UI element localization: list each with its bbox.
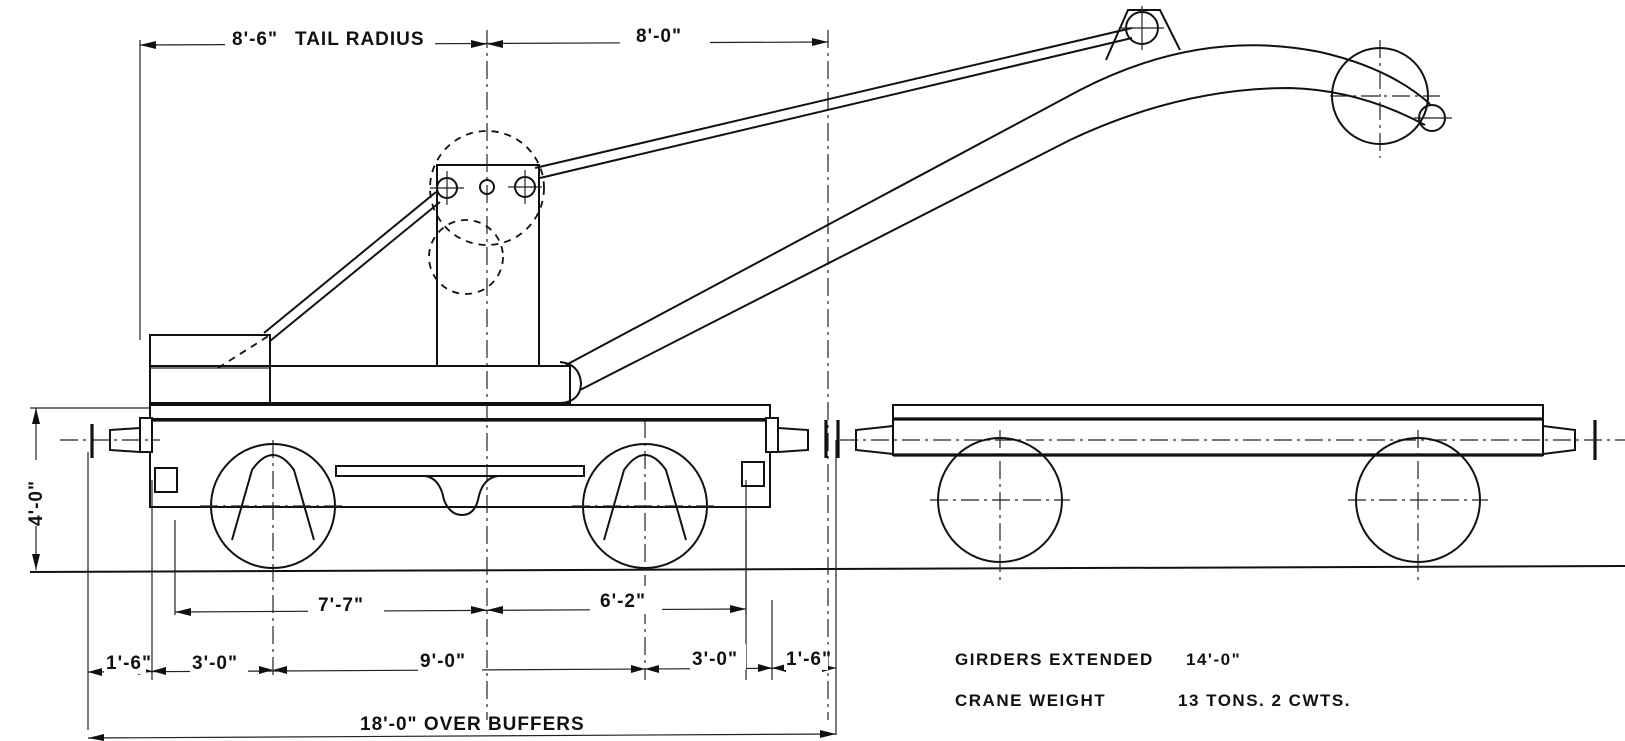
turntable-deck	[149, 365, 571, 404]
over-buffers-dimension-line	[87, 733, 837, 739]
arrow	[812, 38, 828, 46]
match-truck	[840, 404, 1625, 580]
arrow	[730, 605, 746, 613]
label-mask	[784, 644, 828, 670]
truck-solebar	[892, 404, 1544, 420]
label-mask	[620, 22, 710, 52]
horn-guide-left	[231, 454, 315, 541]
label-mask	[190, 648, 248, 674]
arrow	[487, 40, 503, 48]
label-mask	[590, 586, 662, 614]
tail-radius-value: 8'-6"	[232, 29, 278, 50]
buffer-right	[777, 427, 809, 453]
arrow	[471, 40, 487, 48]
label-mask	[690, 644, 746, 670]
arrow	[487, 606, 503, 614]
arrow	[273, 666, 287, 674]
jib-head-bracket	[1105, 9, 1181, 61]
winch-gear	[428, 219, 504, 295]
height-dimension: 4'-0"	[26, 480, 47, 526]
buffer-right-dimension: 1'-6"	[786, 649, 832, 670]
tail-radius-label: TAIL RADIUS	[295, 29, 425, 50]
arrow	[631, 665, 645, 673]
arrow	[471, 606, 487, 614]
jib-reach-dimension: 8'-0"	[636, 26, 682, 47]
arrow	[88, 734, 104, 741]
centre-bracket	[424, 475, 499, 517]
headstock-right	[765, 417, 779, 453]
crane-weight-value: 13 TONS. 2 CWTS.	[1178, 691, 1351, 710]
arrow	[88, 668, 102, 676]
back-stay-lower	[269, 201, 441, 342]
right-offset-dimension: 6'-2"	[600, 591, 646, 612]
arrow	[152, 667, 166, 675]
axlebox-left	[154, 467, 178, 493]
axlebox-right	[741, 461, 765, 487]
girders-extended-value: 14'-0"	[1186, 650, 1241, 669]
arrow	[645, 665, 659, 673]
label-mask	[104, 648, 146, 674]
label-mask	[18, 460, 52, 526]
jib-foot	[559, 361, 583, 404]
back-stay-upper	[263, 191, 437, 334]
solebar	[149, 404, 771, 420]
winch-drum	[429, 130, 545, 246]
arrow	[32, 408, 40, 424]
arrow	[32, 554, 40, 570]
ballast-box	[149, 334, 271, 404]
truck-buffer-right	[1542, 425, 1576, 455]
buffer-left	[109, 427, 141, 453]
truck-frame	[892, 418, 1544, 456]
over-buffers-dimension: 18'-0" OVER BUFFERS	[360, 714, 585, 735]
label-mask	[418, 646, 482, 672]
jib-tie-upper	[534, 27, 1133, 169]
centre-post	[436, 164, 540, 367]
wheelbase-dimension: 9'-0"	[420, 651, 466, 672]
headstock-left	[139, 417, 153, 453]
crane-weight-label: CRANE WEIGHT	[955, 691, 1106, 710]
crane-superstructure	[149, 6, 1452, 404]
jib-upper-edge	[565, 44, 1431, 366]
overhang-right-dimension: 3'-0"	[692, 649, 738, 670]
jib-tie-lower	[539, 37, 1133, 179]
horn-guide-right	[603, 454, 687, 541]
arrow	[758, 664, 772, 672]
left-offset-dimension: 7'-7"	[318, 595, 364, 616]
arrow	[140, 41, 156, 49]
crane-wagon-underframe	[60, 404, 840, 569]
arrow	[175, 608, 191, 616]
jib-lower-edge	[579, 86, 1426, 391]
girders-extended-label: GIRDERS EXTENDED	[955, 650, 1154, 669]
label-mask	[308, 590, 384, 618]
frame-body	[149, 419, 771, 508]
pulley-centre	[479, 179, 495, 195]
arrow	[259, 666, 273, 674]
arrow	[820, 730, 836, 738]
label-mask	[225, 24, 435, 54]
buffer-left-dimension: 1'-6"	[106, 653, 152, 674]
overhang-left-dimension: 3'-0"	[192, 653, 238, 674]
arrow	[772, 664, 786, 672]
centre-cross-member	[335, 465, 585, 477]
